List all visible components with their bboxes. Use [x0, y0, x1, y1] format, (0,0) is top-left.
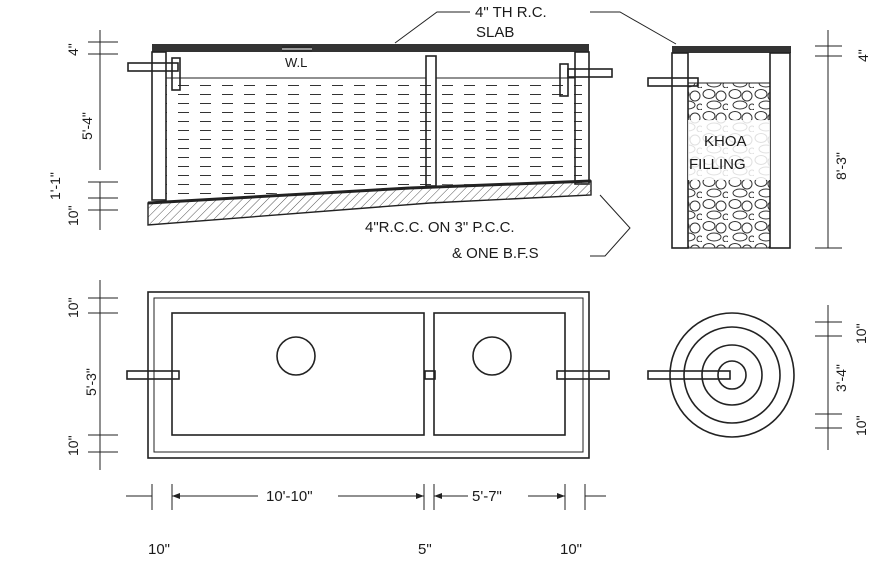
slab-label-line2: SLAB — [476, 24, 514, 41]
pit-right-wall — [769, 52, 791, 249]
dim-left-wall: 10" — [148, 541, 170, 558]
dim-right-wall: 10" — [560, 541, 582, 558]
dim-partition: 5" — [418, 541, 432, 558]
pit-inlet-pipe — [647, 77, 699, 87]
chamber-2 — [433, 312, 566, 436]
inlet-pipe — [127, 62, 179, 72]
dim-section-slope: 1'-1" — [47, 172, 63, 200]
tank-plan — [126, 291, 610, 459]
manhole-1 — [276, 336, 316, 376]
rc-slab — [152, 44, 589, 52]
dimension-lines — [88, 30, 842, 510]
dim-pit-plan-diameter: 3'-4" — [833, 364, 849, 392]
khoa-label-line1: KHOA — [704, 133, 747, 150]
soak-pit-plan — [647, 312, 795, 438]
dim-pit-plan-top: 10" — [853, 323, 869, 344]
left-wall — [151, 51, 167, 201]
pit-left-wall — [671, 52, 689, 249]
dim-plan-bottom: 10" — [65, 435, 81, 456]
soak-pit-section — [647, 46, 791, 249]
dim-section-base: 10" — [65, 205, 81, 226]
dim-plan-top: 10" — [65, 297, 81, 318]
manhole-2 — [472, 336, 512, 376]
chamber-1 — [171, 312, 425, 436]
dim-section-top: 4" — [65, 43, 81, 56]
dim-pit-height: 8'-3" — [833, 152, 849, 180]
leaders — [394, 11, 677, 257]
water-body — [166, 78, 582, 200]
dim-pit-plan-bottom: 10" — [853, 415, 869, 436]
tank-section — [127, 44, 613, 226]
base-label-line2: & ONE B.F.S — [452, 245, 539, 262]
dim-plan-mid: 5'-3" — [83, 368, 99, 396]
dim-section-water: 5'-4" — [79, 112, 95, 140]
slab-label-line1: 4" TH R.C. — [475, 4, 547, 21]
base-label-line1: 4"R.C.C. ON 3" P.C.C. — [365, 219, 515, 236]
water-level-label: W.L — [285, 55, 307, 70]
dim-chamber2: 5'-7" — [472, 488, 502, 505]
labels: 4" TH R.C. SLAB W.L KHOA FILLING 4"R.C.C… — [47, 4, 871, 558]
dim-pit-top: 4" — [855, 49, 871, 62]
khoa-label-line2: FILLING — [689, 156, 746, 173]
dim-chamber1: 10'-10" — [266, 488, 313, 505]
